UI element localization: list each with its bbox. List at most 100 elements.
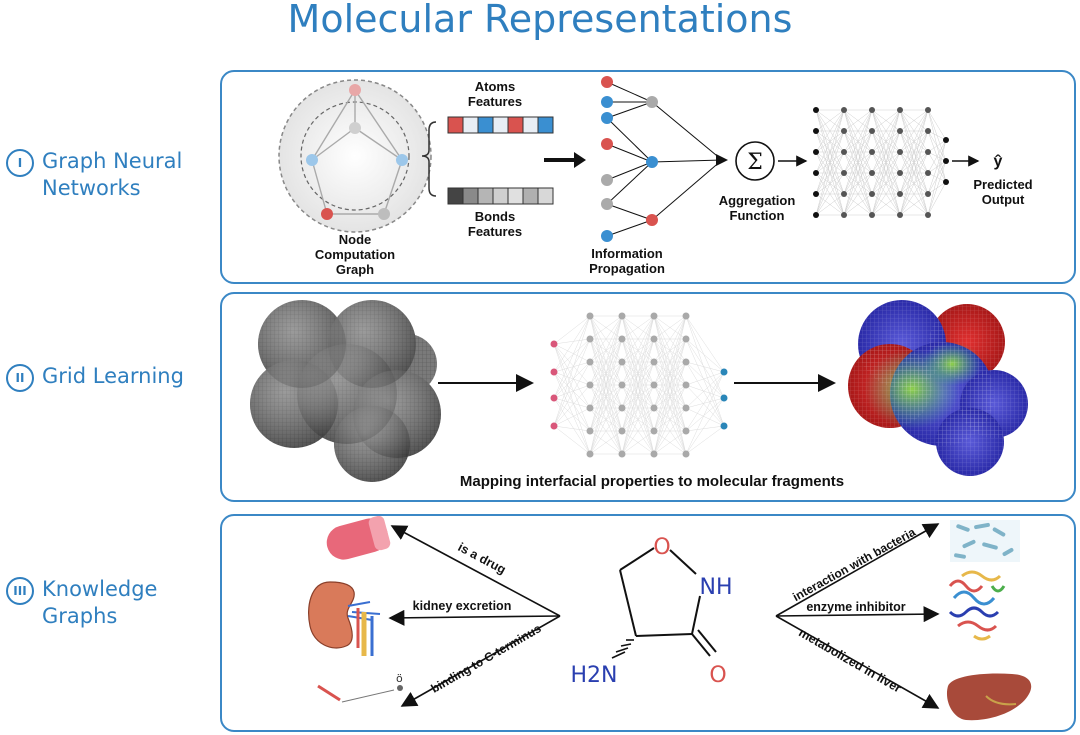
edge-label-left: binding to C-terminus — [429, 621, 544, 696]
neuron — [586, 358, 594, 366]
graph-node — [601, 112, 613, 124]
edge-arrow — [390, 525, 561, 617]
panel-grid-learning: Mapping interfacial properties to molecu… — [220, 292, 1076, 502]
graph-node — [646, 214, 658, 226]
neuron — [841, 170, 847, 176]
neuron — [925, 107, 931, 113]
colored-molecule-surface — [848, 300, 1028, 476]
neuron — [682, 381, 690, 389]
atom-feature-cell — [462, 116, 479, 134]
dense-neural-network — [813, 107, 949, 218]
bond-feature-vector — [447, 187, 554, 205]
neuron — [897, 170, 903, 176]
grid-caption: Mapping interfacial properties to molecu… — [460, 473, 844, 490]
info-propagation-label: Propagation — [589, 261, 665, 276]
bonds-label: Features — [468, 224, 522, 239]
small-molecule-icon: ö — [317, 672, 403, 703]
section-title-line: Grid Learning — [42, 364, 184, 388]
atom-feature-cell — [447, 116, 464, 134]
neuron — [550, 368, 558, 376]
atom-feature-cell — [537, 116, 554, 134]
graph-node — [646, 156, 658, 168]
neuron — [925, 149, 931, 155]
neuron — [586, 312, 594, 320]
edge-label-left: is a drug — [456, 540, 509, 577]
edge-label-left: kidney excretion — [413, 599, 512, 613]
neuron — [586, 450, 594, 458]
edge-label-right: enzyme inhibitor — [806, 600, 905, 614]
neuron — [813, 212, 819, 218]
neuron — [586, 381, 594, 389]
graph-node — [321, 208, 333, 220]
neuron — [650, 427, 658, 435]
page-title: Molecular Representations — [287, 0, 793, 41]
neuron — [682, 450, 690, 458]
neuron — [869, 107, 875, 113]
bond-feature-cell — [462, 187, 479, 205]
neuron — [586, 427, 594, 435]
graph-node — [349, 84, 361, 96]
knowledge-graph-diagram: ö is a drug kidney excretion binding to … — [308, 516, 1032, 721]
neuron — [925, 212, 931, 218]
section-title-line: Networks — [42, 176, 141, 200]
neuron — [720, 422, 728, 430]
bond-feature-cell — [522, 187, 539, 205]
neuron — [943, 158, 949, 164]
sum-icon — [735, 141, 775, 181]
aggregation-label: Function — [730, 208, 785, 223]
grid-neural-network — [550, 312, 728, 458]
graph-node — [601, 198, 613, 210]
cycloserine-molecule — [611, 547, 717, 659]
graph-node — [396, 154, 408, 166]
output-symbol: ŷ — [994, 153, 1003, 170]
neuron — [650, 358, 658, 366]
neuron — [841, 212, 847, 218]
sum-symbol: Σ — [747, 150, 763, 175]
roman-numeral-badge: I — [6, 149, 34, 177]
section-title-line: Graph Neural — [42, 149, 183, 173]
info-propagation-label: Information — [591, 246, 663, 261]
graph-node — [646, 96, 658, 108]
neuron — [841, 107, 847, 113]
neuron — [869, 149, 875, 155]
neuron — [586, 335, 594, 343]
neuron — [869, 191, 875, 197]
neuron — [618, 358, 626, 366]
atom-feature-cell — [507, 116, 524, 134]
neuron — [682, 427, 690, 435]
neuron — [841, 149, 847, 155]
liver-icon — [946, 673, 1032, 721]
neuron — [650, 381, 658, 389]
section-title-line: Knowledge — [42, 577, 158, 601]
neuron — [897, 149, 903, 155]
atom-feature-cell — [477, 116, 494, 134]
bond-feature-cell — [477, 187, 494, 205]
neuron — [897, 191, 903, 197]
neuron — [841, 128, 847, 134]
neuron — [618, 335, 626, 343]
node-graph-label: Node — [339, 232, 372, 247]
output-label: Predicted — [973, 177, 1032, 192]
atom-label-nh: NH — [700, 575, 733, 600]
neuron — [618, 312, 626, 320]
neuron — [869, 128, 875, 134]
neuron — [813, 149, 819, 155]
graph-node — [306, 154, 318, 166]
graph-node — [601, 76, 613, 88]
neuron — [943, 137, 949, 143]
feature-bracket — [421, 121, 437, 197]
section-label-grid: II Grid Learning — [6, 363, 184, 392]
neuron — [618, 450, 626, 458]
neuron — [813, 107, 819, 113]
atom-feature-cell — [522, 116, 539, 134]
neuron — [943, 179, 949, 185]
node-computation-graph: Node Computation Graph — [278, 79, 432, 277]
neuron — [550, 340, 558, 348]
neuron — [720, 394, 728, 402]
atom-feature-vector — [447, 116, 554, 134]
neuron — [618, 381, 626, 389]
neuron — [550, 422, 558, 430]
neuron — [550, 394, 558, 402]
aggregation-arrowhead — [716, 154, 728, 166]
graph-node — [601, 96, 613, 108]
